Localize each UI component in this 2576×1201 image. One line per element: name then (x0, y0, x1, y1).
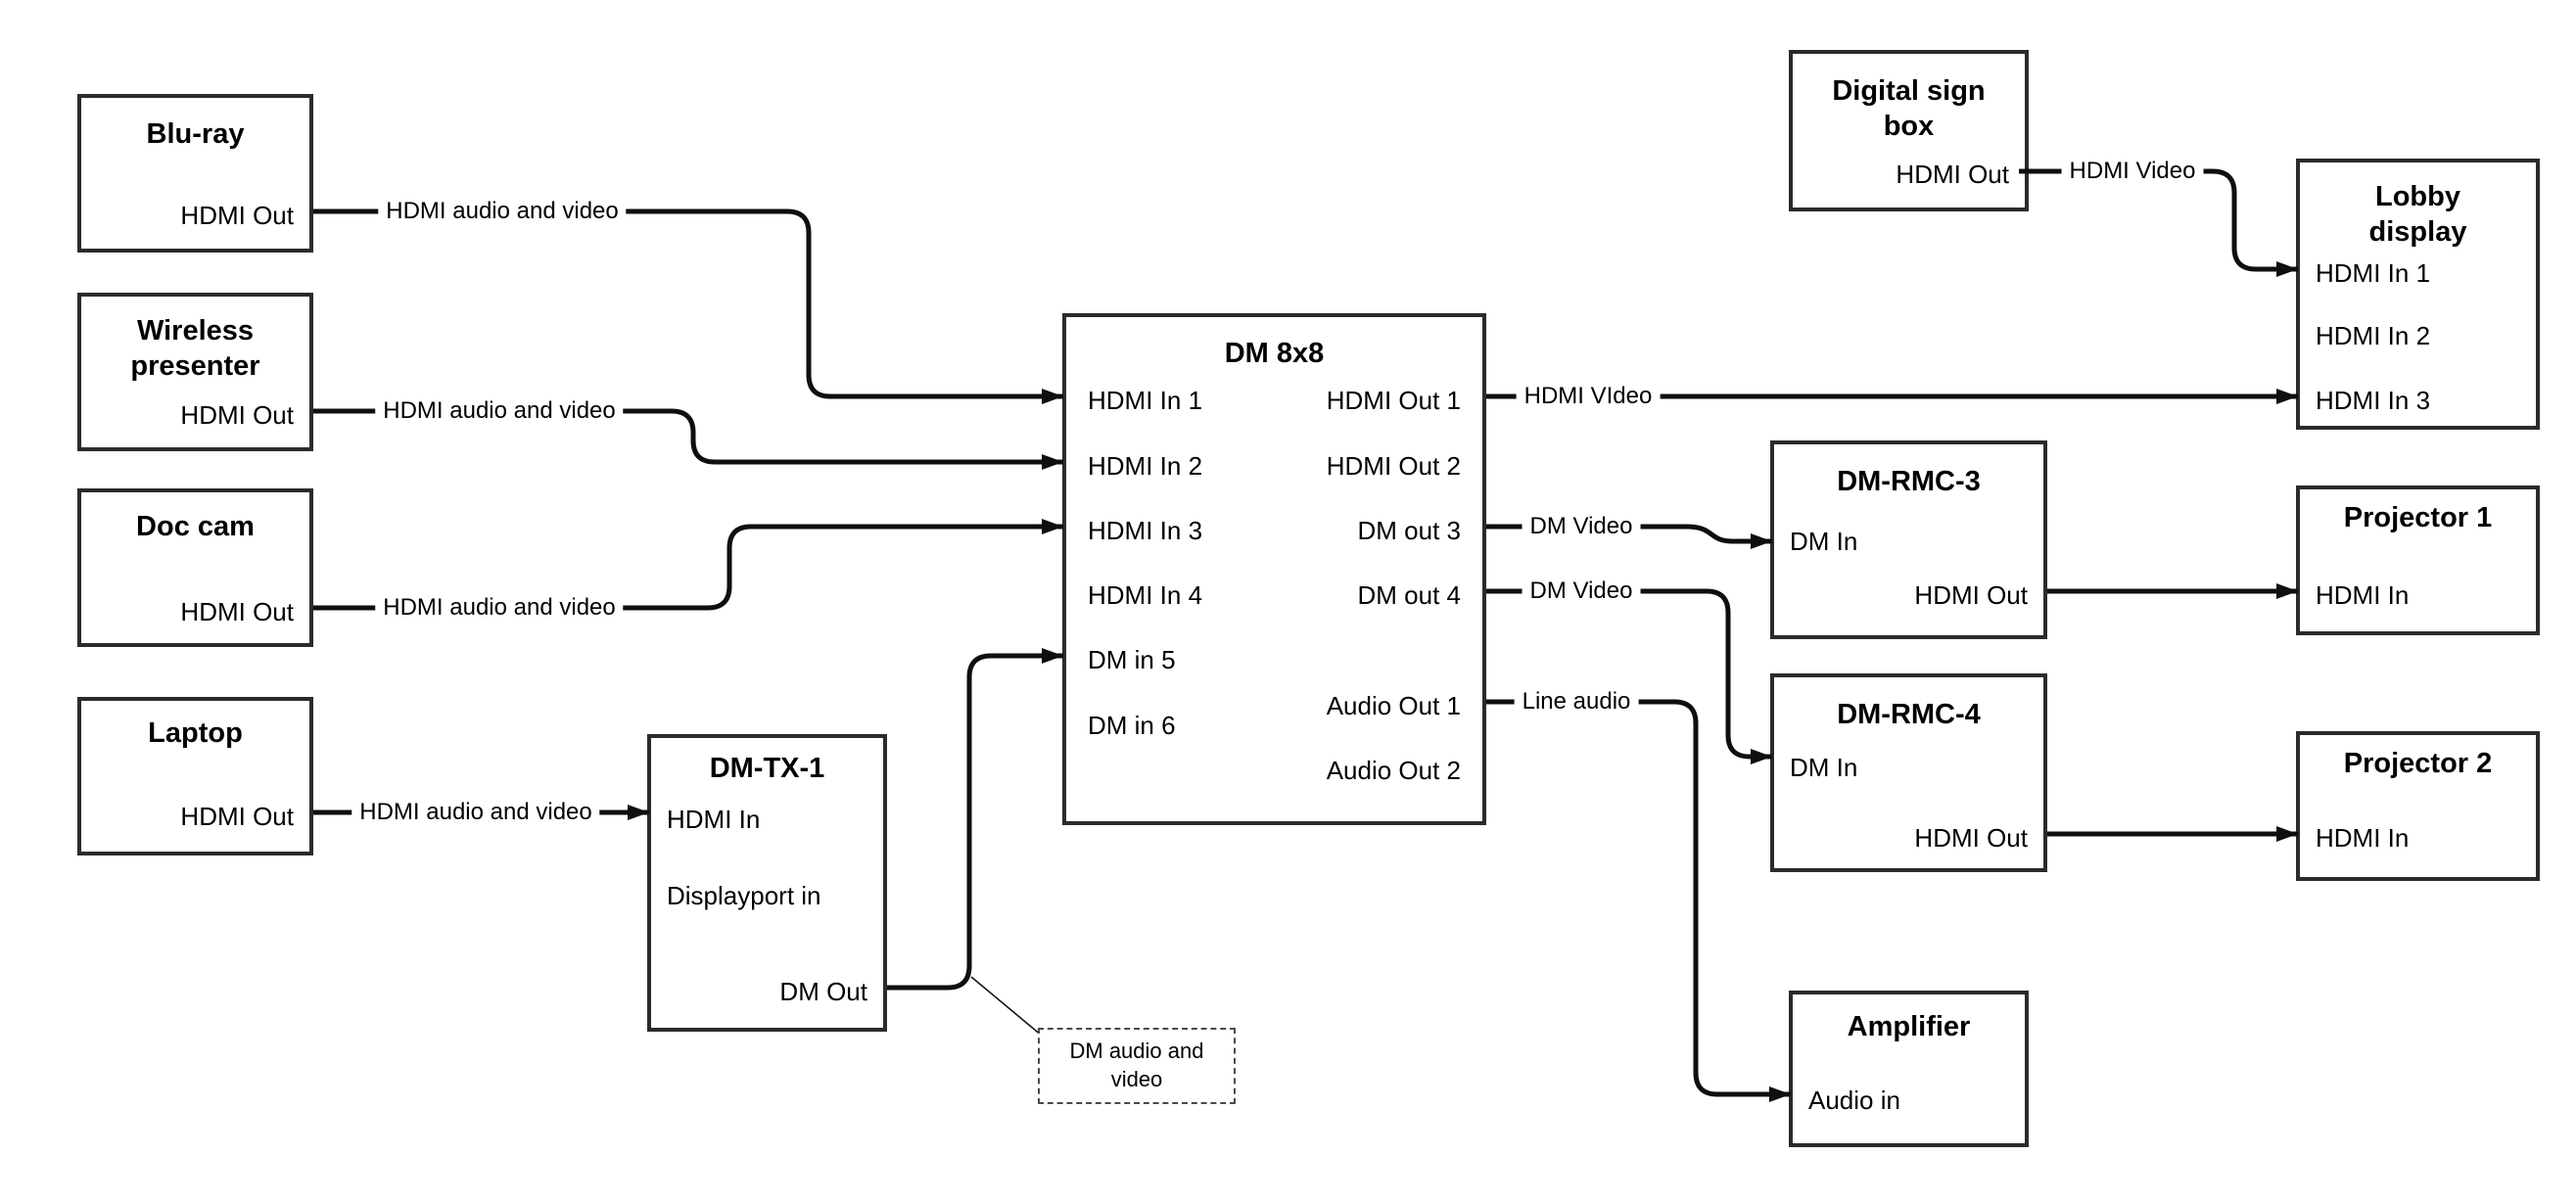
node-lobby-display: Lobby display HDMI In 1 HDMI In 2 HDMI I… (2296, 159, 2540, 430)
port-hdmi-out: HDMI Out (1914, 823, 2028, 853)
port-dm-in-5: DM in 5 (1088, 645, 1176, 674)
node-blu-ray: Blu-ray HDMI Out (77, 94, 313, 253)
port-hdmi-in-2: HDMI In 2 (2316, 321, 2431, 350)
node-dm-8x8: DM 8x8 HDMI In 1 HDMI In 2 HDMI In 3 HDM… (1062, 313, 1486, 825)
port-hdmi-out-2: HDMI Out 2 (1326, 451, 1461, 481)
port-hdmi-in-1: HDMI In 1 (1088, 386, 1203, 415)
node-title: Projector 2 (2343, 748, 2493, 780)
wire-label-dm-video-2: DM Video (1522, 576, 1641, 607)
node-dm-rmc-3: DM-RMC-3 DM In HDMI Out (1770, 440, 2047, 639)
port-hdmi-out: HDMI Out (1914, 580, 2028, 610)
node-laptop: Laptop HDMI Out (77, 697, 313, 855)
port-displayport-in: Displayport in (667, 881, 821, 910)
note-callout-line (970, 976, 1043, 1037)
node-title: Amplifier (1847, 1011, 1971, 1043)
port-hdmi-out-1: HDMI Out 1 (1326, 386, 1461, 415)
port-hdmi-out: HDMI Out (180, 597, 294, 626)
port-hdmi-in: HDMI In (2316, 823, 2410, 853)
node-doc-cam: Doc cam HDMI Out (77, 488, 313, 647)
node-title: Blu-ray (146, 118, 245, 151)
port-dm-in-6: DM in 6 (1088, 711, 1176, 740)
wire-label-dm-video-1: DM Video (1522, 511, 1641, 542)
port-hdmi-out: HDMI Out (1896, 160, 2009, 189)
node-title: Doc cam (136, 511, 255, 543)
node-title: DM 8x8 (1224, 338, 1325, 370)
port-hdmi-out: HDMI Out (180, 400, 294, 430)
port-hdmi-in-2: HDMI In 2 (1088, 451, 1203, 481)
port-hdmi-in-1: HDMI In 1 (2316, 258, 2431, 288)
port-hdmi-in-3: HDMI In 3 (2316, 386, 2431, 415)
node-title: DM-RMC-4 (1837, 699, 1981, 731)
wire-dm8x8-out4-to-rmc4 (1486, 588, 1772, 764)
note-dm-audio-and-video: DM audio and video (1038, 1028, 1236, 1104)
port-hdmi-in: HDMI In (667, 805, 761, 834)
wire-label-hdmi-audio-video-1: HDMI audio and video (378, 196, 627, 227)
node-wireless-presenter: Wireless presenter HDMI Out (77, 293, 313, 451)
port-audio-out-2: Audio Out 2 (1326, 756, 1461, 785)
node-title-line1: Wireless (136, 315, 255, 347)
port-dm-in: DM In (1790, 527, 1858, 556)
port-hdmi-out: HDMI Out (180, 201, 294, 230)
node-amplifier: Amplifier Audio in (1789, 991, 2029, 1147)
wire-dmtx1-to-dm8x8-in5 (887, 648, 1063, 991)
wire-dm8x8-audio1-to-amplifier (1486, 699, 1791, 1102)
node-title-line1: Digital sign (1832, 75, 1986, 108)
port-dm-in: DM In (1790, 753, 1858, 782)
port-dm-out-4: DM out 4 (1357, 580, 1462, 610)
wire-label-hdmi-video-1: HDMI VIdeo (1516, 381, 1661, 412)
node-title: DM-TX-1 (709, 753, 825, 785)
node-title-line1: Lobby (2375, 181, 2460, 213)
node-title: DM-RMC-3 (1837, 466, 1981, 498)
node-title-line2: box (1883, 111, 1935, 143)
node-digital-sign-box: Digital sign box HDMI Out (1789, 50, 2029, 211)
port-hdmi-in-4: HDMI In 4 (1088, 580, 1203, 610)
node-title: Projector 1 (2343, 502, 2493, 534)
node-projector-1: Projector 1 HDMI In (2296, 485, 2540, 635)
port-audio-in: Audio in (1808, 1086, 1900, 1115)
port-audio-out-1: Audio Out 1 (1326, 691, 1461, 720)
port-hdmi-out: HDMI Out (180, 802, 294, 831)
wire-bluray-to-dm8x8-in1 (313, 208, 1063, 404)
port-dm-out-3: DM out 3 (1357, 516, 1462, 545)
wire-label-line-audio: Line audio (1514, 686, 1639, 717)
port-hdmi-in-3: HDMI In 3 (1088, 516, 1203, 545)
wire-label-hdmi-video-2: HDMI Video (2061, 156, 2204, 187)
node-title-line2: presenter (130, 350, 260, 383)
node-dm-tx-1: DM-TX-1 HDMI In Displayport in DM Out (647, 734, 887, 1032)
port-hdmi-in: HDMI In (2316, 580, 2410, 610)
node-dm-rmc-4: DM-RMC-4 DM In HDMI Out (1770, 673, 2047, 872)
node-title: Laptop (148, 717, 243, 750)
wire-label-hdmi-audio-video-2: HDMI audio and video (375, 395, 624, 427)
wire-label-hdmi-audio-video-3: HDMI audio and video (375, 592, 624, 624)
node-title-line2: display (2368, 216, 2467, 249)
wire-label-hdmi-audio-video-4: HDMI audio and video (351, 797, 600, 828)
port-dm-out: DM Out (779, 977, 867, 1006)
node-projector-2: Projector 2 HDMI In (2296, 731, 2540, 881)
